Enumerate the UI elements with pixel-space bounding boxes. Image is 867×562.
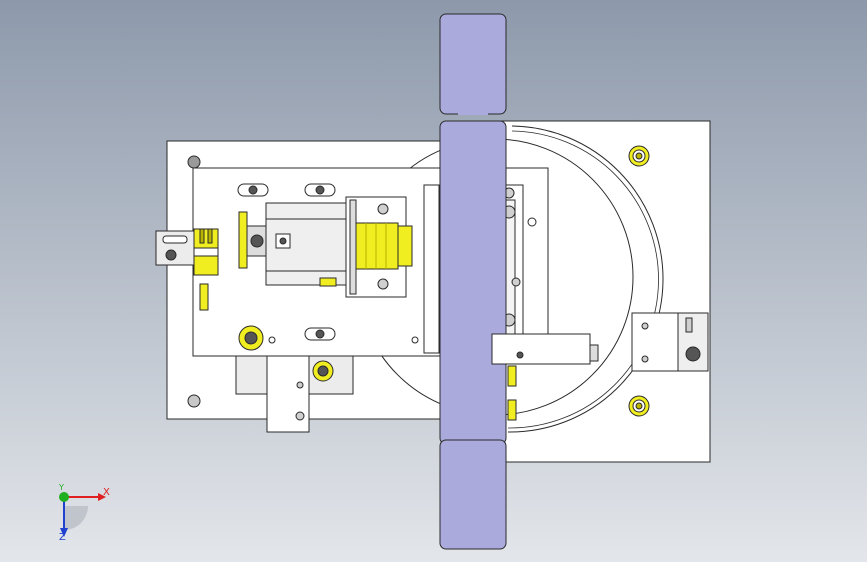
flange-screw-2	[377, 278, 389, 290]
lower-bracket-screw	[296, 381, 304, 389]
bracket-screw-2	[641, 355, 649, 363]
left-clamp[interactable]	[193, 228, 219, 311]
triad-x-label: X	[103, 487, 110, 498]
bracket-bolt	[685, 346, 701, 362]
conveyor-belt[interactable]	[439, 13, 507, 550]
triad-z-label: Z	[59, 532, 66, 543]
plate-hole-2	[411, 336, 419, 344]
carrier-brass-bearing[interactable]	[238, 325, 264, 351]
triad-y-label: Y	[59, 483, 64, 492]
slot-bottom-screw	[315, 329, 325, 339]
plate-hole-3	[527, 217, 537, 227]
mount-hole-bl	[187, 394, 201, 408]
disk-inner-rim	[507, 130, 659, 429]
bearing-block-cap	[423, 184, 440, 354]
bracket-screw-1	[641, 322, 649, 330]
hand-wheel[interactable]	[238, 211, 268, 269]
sensor-bracket-tab	[677, 312, 709, 372]
flange-face	[349, 199, 357, 295]
edge-bracket-bolt	[165, 249, 177, 261]
slot-top-middle-screw	[315, 185, 325, 195]
brass-nut-bottom[interactable]	[628, 395, 650, 417]
brass-nut-top[interactable]	[628, 145, 650, 167]
edge-bracket-slot	[162, 235, 188, 244]
plate-hole-1	[268, 336, 276, 344]
motor[interactable]	[265, 202, 351, 287]
lower-bracket-bolt	[295, 411, 305, 421]
lower-brass-bearing[interactable]	[312, 360, 334, 382]
mount-hole-tl	[187, 155, 201, 169]
proximity-sensor[interactable]	[491, 333, 599, 421]
disk-outer-rim	[507, 125, 664, 433]
lower-bracket[interactable]	[266, 355, 310, 433]
flex-coupling[interactable]	[355, 222, 413, 270]
flange-screw-1	[377, 203, 389, 215]
coordinate-triad	[59, 492, 106, 537]
bracket-slot	[685, 317, 693, 333]
slot-top-left-screw	[248, 185, 258, 195]
